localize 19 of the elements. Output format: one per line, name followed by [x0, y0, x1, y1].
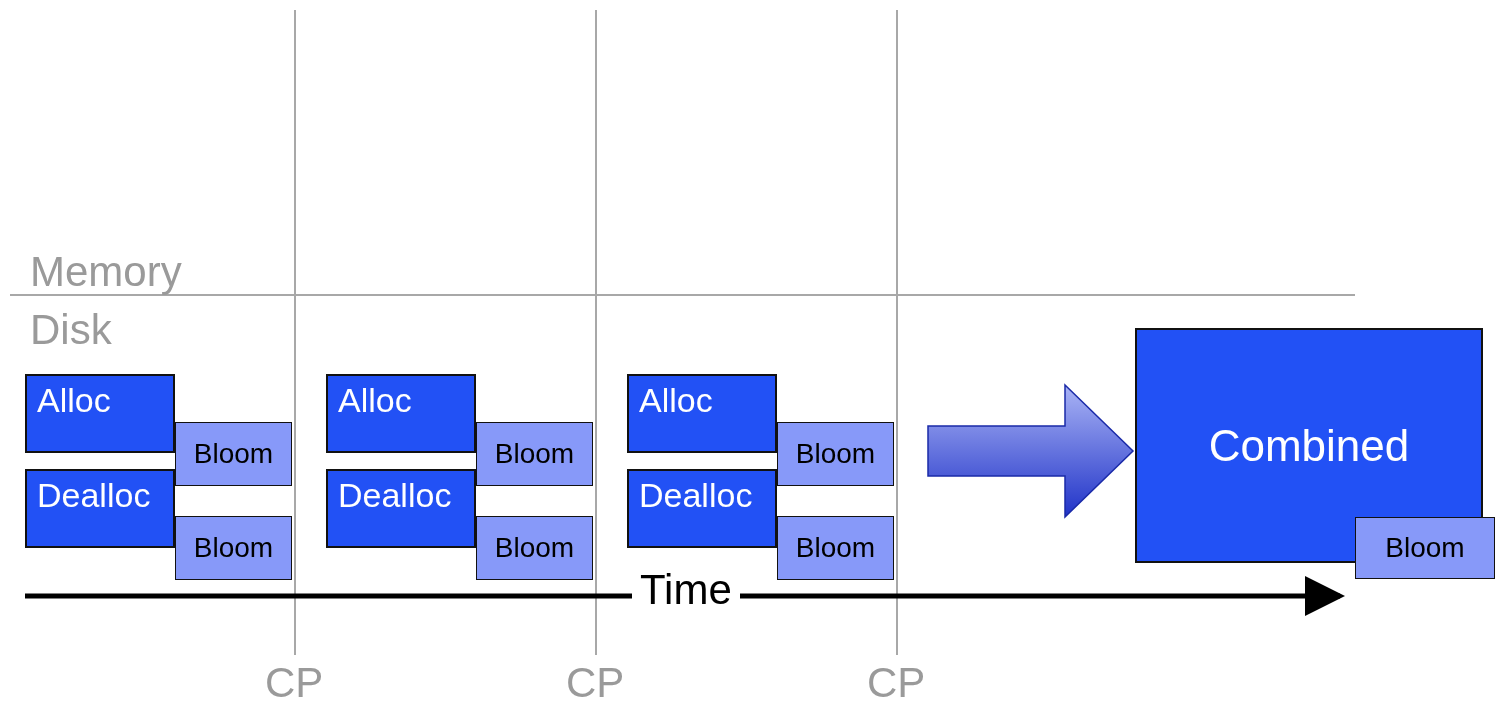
block-box: Alloc: [627, 374, 777, 453]
filter-box: Bloom: [175, 422, 292, 486]
filter-box: Bloom: [1355, 517, 1495, 579]
filter-box: Bloom: [777, 516, 894, 580]
filter-box: Bloom: [175, 516, 292, 580]
block-box: Alloc: [326, 374, 476, 453]
block-box: Dealloc: [326, 469, 476, 548]
checkpoint-label: CP: [867, 659, 926, 704]
layer-label: Memory: [30, 248, 182, 296]
filter-box: Bloom: [476, 516, 593, 580]
block-box: Dealloc: [627, 469, 777, 548]
checkpoint-label: CP: [566, 659, 625, 704]
block-box: Dealloc: [25, 469, 175, 548]
checkpoint-label: CP: [265, 659, 324, 704]
block-box: Alloc: [25, 374, 175, 453]
arrow: [927, 383, 1135, 519]
layer-label: Disk: [30, 306, 112, 354]
filter-box: Bloom: [476, 422, 593, 486]
filter-box: Bloom: [777, 422, 894, 486]
